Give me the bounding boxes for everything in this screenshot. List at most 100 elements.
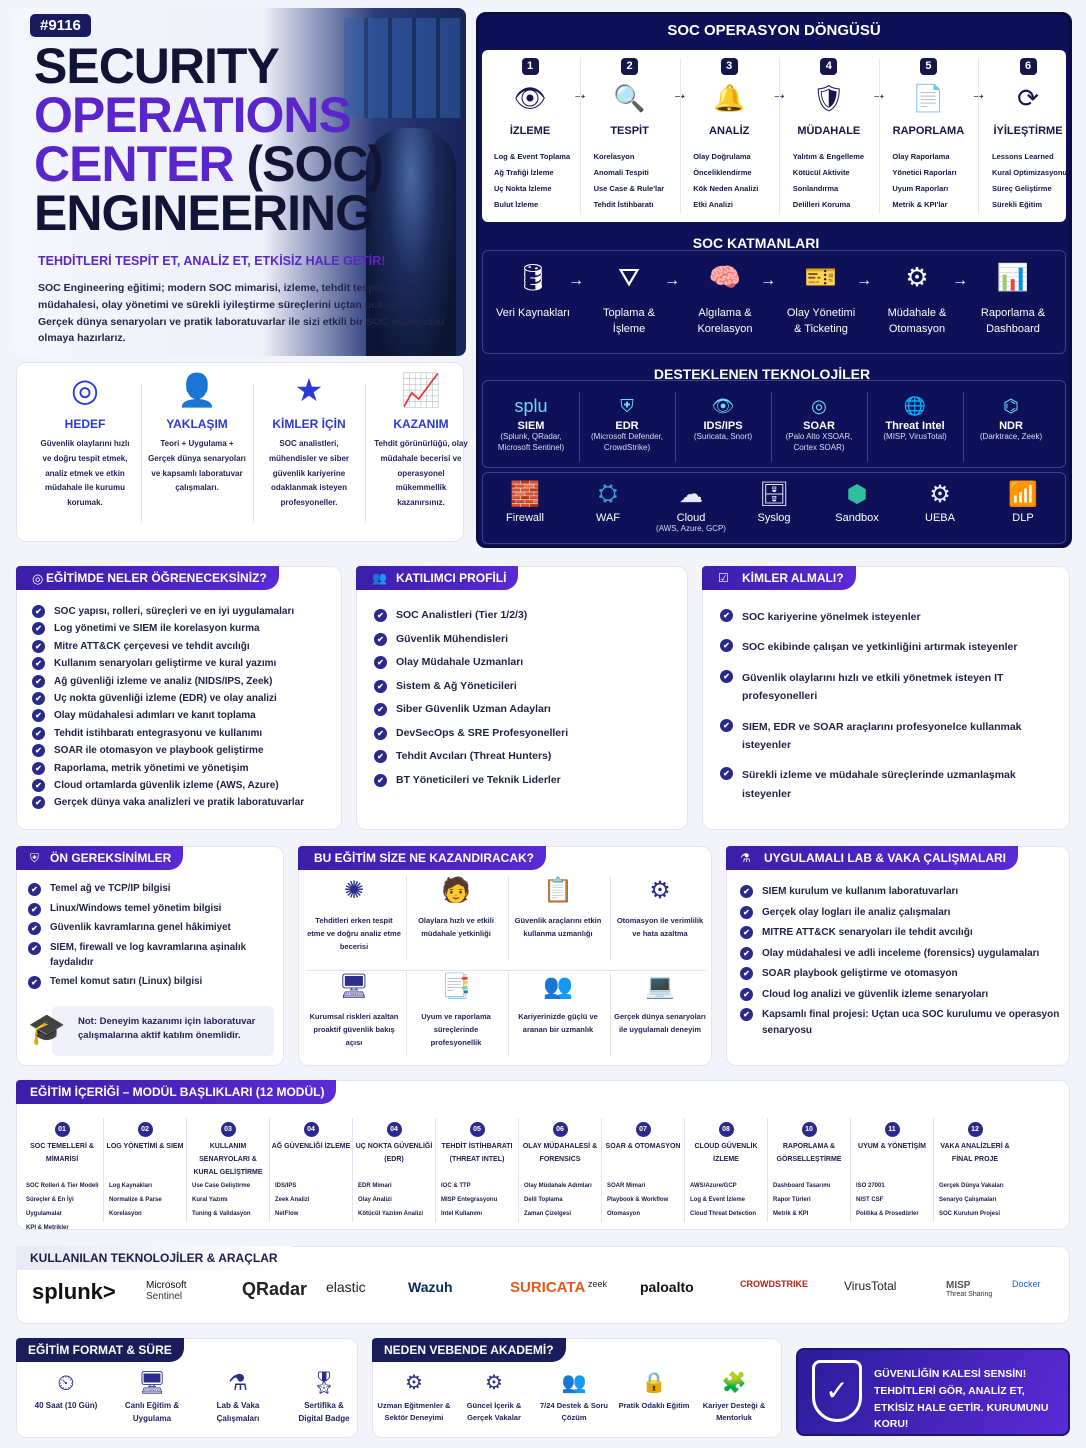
- step-item: Etki Analizi: [693, 200, 733, 209]
- step-item: Lessons Learned: [992, 152, 1054, 161]
- arrow-right-icon: →: [664, 272, 680, 289]
- splunk-logo: splunk>: [32, 1279, 116, 1304]
- list-item: Kullanım senaryoları geliştirme ve kural…: [32, 656, 337, 671]
- step-item: Yalıtım & Engelleme: [792, 152, 865, 161]
- gain-item: ⚙ Otomasyon ile verimlilik ve hata azaltm…: [612, 876, 708, 940]
- divider: [435, 1118, 436, 1222]
- step-title: RAPORLAMA: [892, 125, 965, 137]
- prereq-header-label: ÖN GEREKSİNİMLER: [50, 851, 172, 865]
- module-number: 11: [884, 1122, 900, 1137]
- divider: [103, 1118, 104, 1222]
- module-item: NIST CSF: [856, 1197, 884, 1203]
- arrow-right-icon: →: [568, 272, 584, 289]
- step-number: 3: [720, 58, 738, 75]
- monitor-risk-icon: 🖥: [338, 973, 370, 1000]
- automation-icon: ⚙: [649, 877, 671, 904]
- module-item: Kötücül Yazılım Analizi: [358, 1211, 424, 1217]
- list-item: Olay müdahalesi adımları ve kanıt toplam…: [32, 708, 337, 723]
- divider: [684, 1118, 685, 1222]
- logo-text: splunk>: [32, 1279, 116, 1304]
- tech-detail: (Suricata, Snort): [693, 432, 753, 441]
- suricata-logo: SURICATA: [510, 1279, 585, 1297]
- why-header-label: NEDEN VEBENDE AKADEMİ?: [384, 1343, 554, 1357]
- divider: [779, 58, 781, 214]
- logo-text: Docker: [1012, 1279, 1041, 1289]
- tech-box: [482, 380, 1066, 468]
- list-item: Gerçek olay logları ile analiz çalışmala…: [740, 905, 1060, 921]
- logo-text: Wazuh: [408, 1279, 453, 1295]
- tech-name: SOAR: [803, 420, 835, 432]
- module-item: SOC Kurulum Projesi: [939, 1211, 1001, 1217]
- divider: [352, 1118, 353, 1222]
- modules-header: EĞİTİM İÇERİĞİ – MODÜL BAŞLIKLARI (12 MO…: [16, 1080, 337, 1104]
- logo-text: VirusTotal: [844, 1279, 897, 1293]
- divider: [508, 972, 509, 1056]
- divider: [306, 970, 706, 971]
- module-number: 07: [635, 1122, 651, 1137]
- tech-name: Cloud: [676, 512, 706, 524]
- step-item: Ağ Trafiği İzleme: [494, 168, 554, 177]
- list-item: Mitre ATT&CK çerçevesi ve tehdit avcılığ…: [32, 639, 337, 654]
- prereq-note: Not: Deneyim kazanımı için laboratuvar ç…: [78, 1016, 256, 1042]
- gains-header-label: BU EĞİTİM SİZE NE KAZANDIRACAK?: [314, 851, 534, 865]
- pillar-text: Tehdit görünürlüğü, olay müdahale beceri…: [374, 439, 468, 508]
- module-title: SOAR & OTOMASYON: [605, 1143, 681, 1150]
- pillar-text: Güvenlik olaylarını hızlı ve doğru tespi…: [40, 439, 130, 508]
- tech-detail: (Darktrace, Zeek): [979, 432, 1043, 441]
- gain-text: Otomasyon ile verimlilik ve hata azaltma: [616, 916, 704, 939]
- divider: [610, 972, 611, 1056]
- why-text: Pratik Odaklı Eğitim: [618, 1401, 690, 1410]
- why-text: Güncel İçerik & Gerçek Vakalar: [466, 1401, 522, 1423]
- career-support-icon: 🧩: [721, 1372, 747, 1394]
- step-item: Kötücül Aktivite Sonlandırma: [792, 168, 850, 193]
- tech-detail: (AWS, Azure, GCP): [656, 524, 726, 533]
- list-item: DevSecOps & SRE Profesyonelleri: [374, 726, 674, 742]
- module-item: IDS/IPS: [275, 1183, 297, 1189]
- module-item: Playbook & Workflow: [607, 1197, 669, 1203]
- globe-icon: 🌐: [903, 396, 927, 416]
- divider: [508, 876, 509, 960]
- pillar-text: SOC analistleri, mühendisler ve siber gü…: [268, 439, 350, 508]
- profile-header: KATILIMCI PROFİLİ: [356, 566, 519, 590]
- list-item: SOC kariyerine yönelmek isteyenler: [720, 608, 1050, 626]
- tech-edr: ⛨EDR(Microsoft Defender, CrowdStrike): [582, 396, 672, 454]
- gain-text: Uyum ve raporlama süreçlerinde profesyon…: [421, 1012, 491, 1048]
- eye-icon: 👁: [711, 396, 735, 416]
- tech-waf: ⛭WAF: [569, 480, 647, 524]
- prereq-note-box: [52, 1006, 274, 1056]
- module-title: KULLANIM SENARYOLARI & KURAL GELİŞTİRME: [193, 1143, 263, 1176]
- module-item: Tuning & Validasyon: [192, 1211, 251, 1217]
- step-title: MÜDAHALE: [797, 125, 861, 137]
- list-item: Sürekli izleme ve müdahale süreçlerinde …: [720, 766, 1050, 803]
- module-number: 06: [552, 1122, 568, 1137]
- divider: [867, 392, 868, 462]
- ueba-icon: ⚙: [929, 481, 951, 508]
- modules-header-label: EĞİTİM İÇERİĞİ – MODÜL BAŞLIKLARI (12 MO…: [30, 1085, 325, 1099]
- hero-tagline: TEHDİTLERİ TESPİT ET, ANALİZ ET, ETKİSİZ…: [38, 254, 386, 268]
- list-item: Log yönetimi ve SIEM ile korelasyon kurm…: [32, 621, 337, 636]
- module-item: SOC Rolleri & Tier Modeli: [26, 1183, 99, 1189]
- module-item: Otomasyon: [607, 1211, 641, 1217]
- tech-ueba: ⚙UEBA: [901, 480, 979, 524]
- module-item: Cloud Threat Detection: [690, 1211, 757, 1217]
- divider: [610, 876, 611, 960]
- hero-figure: [366, 128, 456, 356]
- step-item: Olay Doğrulama: [693, 152, 751, 161]
- syslog-icon: 🗄: [758, 481, 790, 508]
